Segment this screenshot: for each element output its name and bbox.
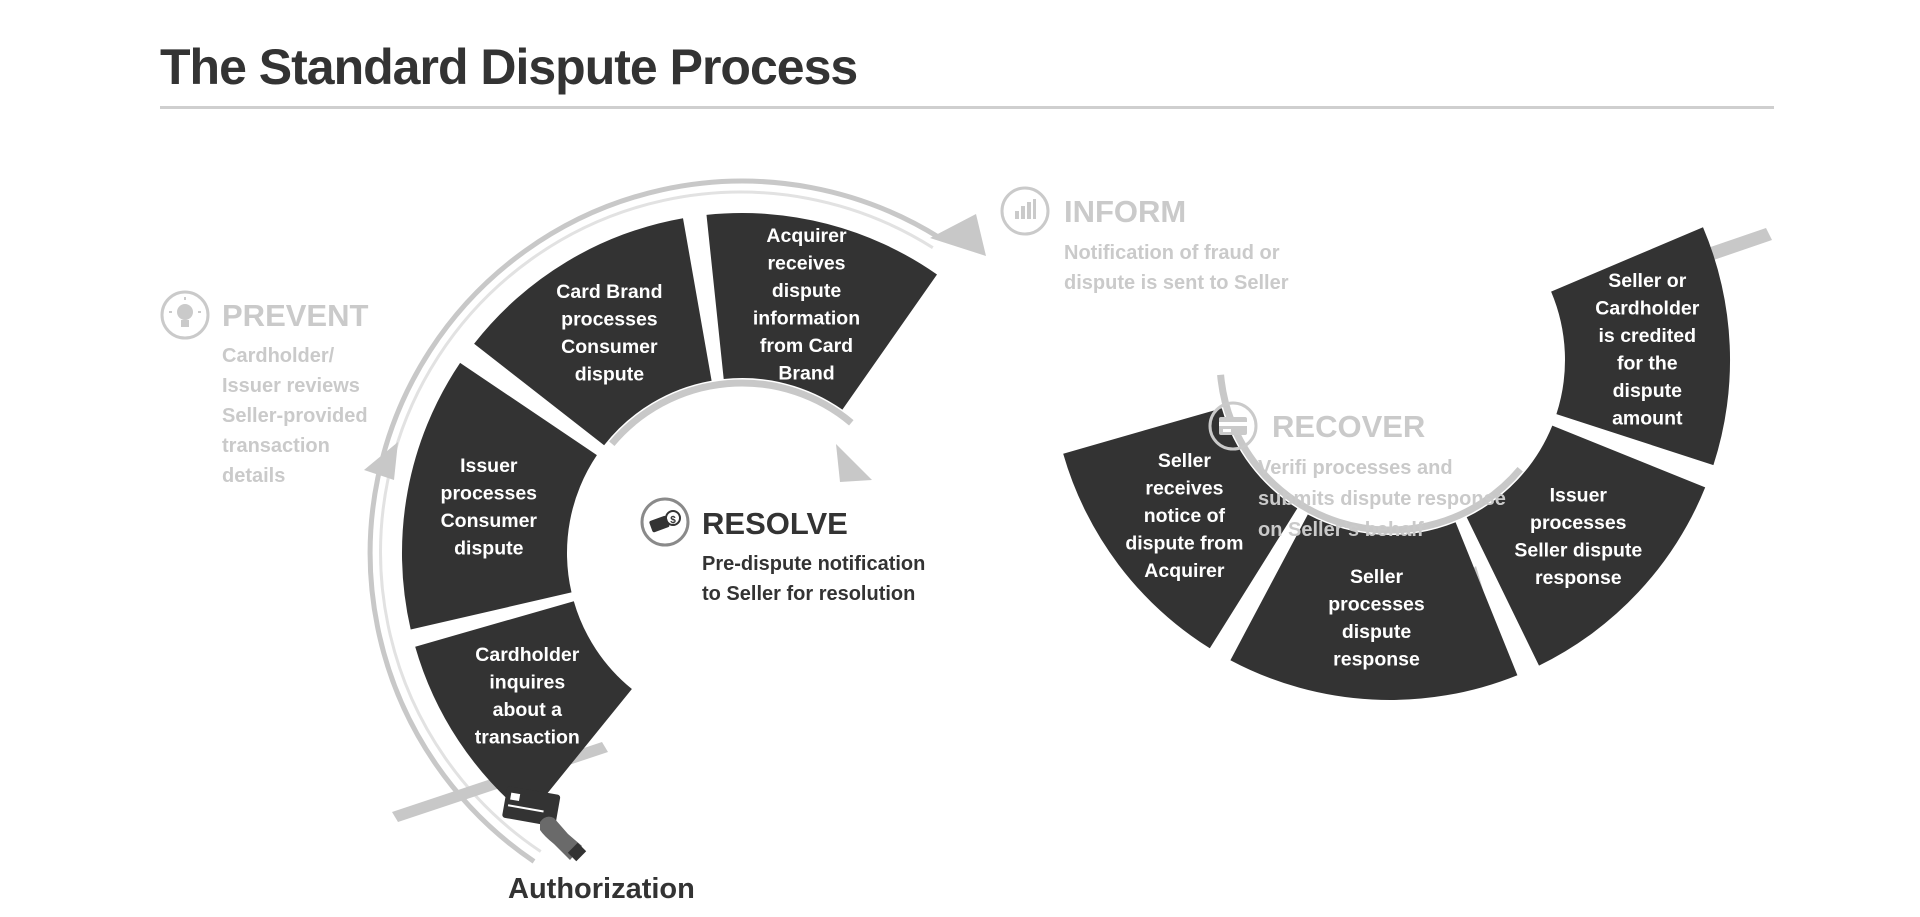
- segment-label-line: Issuer: [460, 455, 518, 477]
- phase-resolve-desc: Pre-dispute notification to Seller for r…: [702, 553, 931, 605]
- phase-recover: RECOVER Verifi processes and submits dis…: [1208, 401, 1511, 541]
- process-segment-7: [1466, 425, 1706, 666]
- credit-card-icon: [1208, 401, 1258, 451]
- arrow-prevent: [364, 442, 398, 480]
- title-divider: [160, 106, 1774, 109]
- page-title: The Standard Dispute Process: [160, 39, 858, 95]
- phase-resolve: $ RESOLVE Pre-dispute notification to Se…: [640, 497, 931, 605]
- segment-label-line: Cardholder: [475, 644, 579, 666]
- segment-label-line: Card Brand: [556, 281, 662, 303]
- segment-label-line: receives: [767, 253, 845, 275]
- process-segment-2: [401, 362, 597, 630]
- lightbulb-icon: [160, 290, 210, 340]
- process-segment-1-label: Cardholder inquires about a transaction: [475, 644, 580, 749]
- segment-label-line: response: [1333, 648, 1420, 670]
- process-segment-4: [706, 213, 937, 410]
- process-segment-4-label: Acquirer receives dispute information from C…: [753, 225, 860, 385]
- segment-label-line: Seller or: [1608, 270, 1686, 292]
- segment-label-line: processes: [561, 309, 658, 331]
- segment-label-line: Seller dispute: [1514, 539, 1642, 561]
- process-segment-5: [1063, 408, 1298, 649]
- segment-label-line: dispute: [575, 364, 644, 386]
- segment-label-line: receives: [1145, 478, 1223, 500]
- segment-label-line: response: [1535, 567, 1622, 589]
- phase-resolve-title: RESOLVE: [702, 506, 848, 541]
- segment-label-line: information: [753, 308, 860, 330]
- segment-label-line: dispute: [1613, 380, 1682, 402]
- segment-label-line: processes: [1530, 512, 1627, 534]
- segment-label-line: notice of: [1144, 505, 1226, 527]
- segment-label-line: transaction: [475, 726, 580, 748]
- phase-prevent: PREVENT Cardholder/ Issuer reviews Selle…: [160, 290, 373, 487]
- segment-label-line: Cardholder: [1595, 298, 1699, 320]
- segment-label-line: amount: [1612, 408, 1683, 430]
- segment-label-line: from Card: [760, 335, 853, 357]
- arrow-inform: [930, 214, 986, 256]
- segment-label-line: dispute from: [1125, 533, 1243, 555]
- phase-prevent-title: PREVENT: [222, 298, 368, 333]
- phase-recover-title: RECOVER: [1272, 409, 1425, 444]
- segment-label-line: Seller: [1350, 566, 1404, 588]
- phase-inform-desc: Notification of fraud or dispute is sent…: [1064, 242, 1289, 294]
- segment-label-line: processes: [441, 482, 538, 504]
- segment-label-line: Acquirer: [1144, 560, 1225, 582]
- phase-inform-title: INFORM: [1064, 194, 1186, 229]
- inner-rail-left: [609, 379, 854, 446]
- segment-label-line: Consumer: [561, 336, 658, 358]
- segment-label-line: Brand: [778, 363, 834, 385]
- process-segment-8: [1551, 227, 1731, 466]
- segment-label-line: Issuer: [1550, 484, 1608, 506]
- phase-inform: INFORM Notification of fraud or dispute …: [1000, 186, 1289, 294]
- segment-label-line: Acquirer: [766, 225, 847, 247]
- segment-label-line: dispute: [454, 537, 523, 559]
- segment-label-line: about a: [493, 699, 562, 721]
- arrow-resolve: [836, 444, 872, 482]
- segment-label-line: dispute: [772, 280, 841, 302]
- process-segment-1: [415, 601, 632, 818]
- authorization-block: Authorization: [502, 786, 695, 905]
- process-segment-6-label: Seller processes dispute response: [1328, 566, 1425, 671]
- segment-layer: Cardholder inquires about a transaction Issu…: [401, 213, 1731, 818]
- segment-label-line: inquires: [489, 671, 565, 693]
- process-segment-3: [474, 218, 712, 446]
- card-exchange-icon: $: [640, 497, 690, 547]
- bar-chart-icon: [1000, 186, 1050, 236]
- hand-card-icon: [502, 786, 587, 862]
- process-segment-6: [1230, 514, 1518, 700]
- segment-label-line: for the: [1617, 353, 1678, 375]
- outer-rail-left: [367, 178, 941, 864]
- outer-rail-left-inner: [379, 190, 934, 853]
- phase-recover-desc: Verifi processes and submits dispute res…: [1258, 457, 1511, 541]
- segment-label-line: is credited: [1599, 325, 1697, 347]
- authorization-label: Authorization: [508, 873, 695, 905]
- process-segment-8-label: Seller or Cardholder is credited for the dis…: [1595, 270, 1699, 430]
- segment-label-line: Seller: [1158, 450, 1212, 472]
- svg-text:$: $: [670, 515, 676, 526]
- segment-label-line: dispute: [1342, 621, 1411, 643]
- segment-label-line: Consumer: [441, 510, 538, 532]
- phase-prevent-desc: Cardholder/ Issuer reviews Seller-provid…: [222, 345, 373, 487]
- segment-label-line: processes: [1328, 593, 1425, 615]
